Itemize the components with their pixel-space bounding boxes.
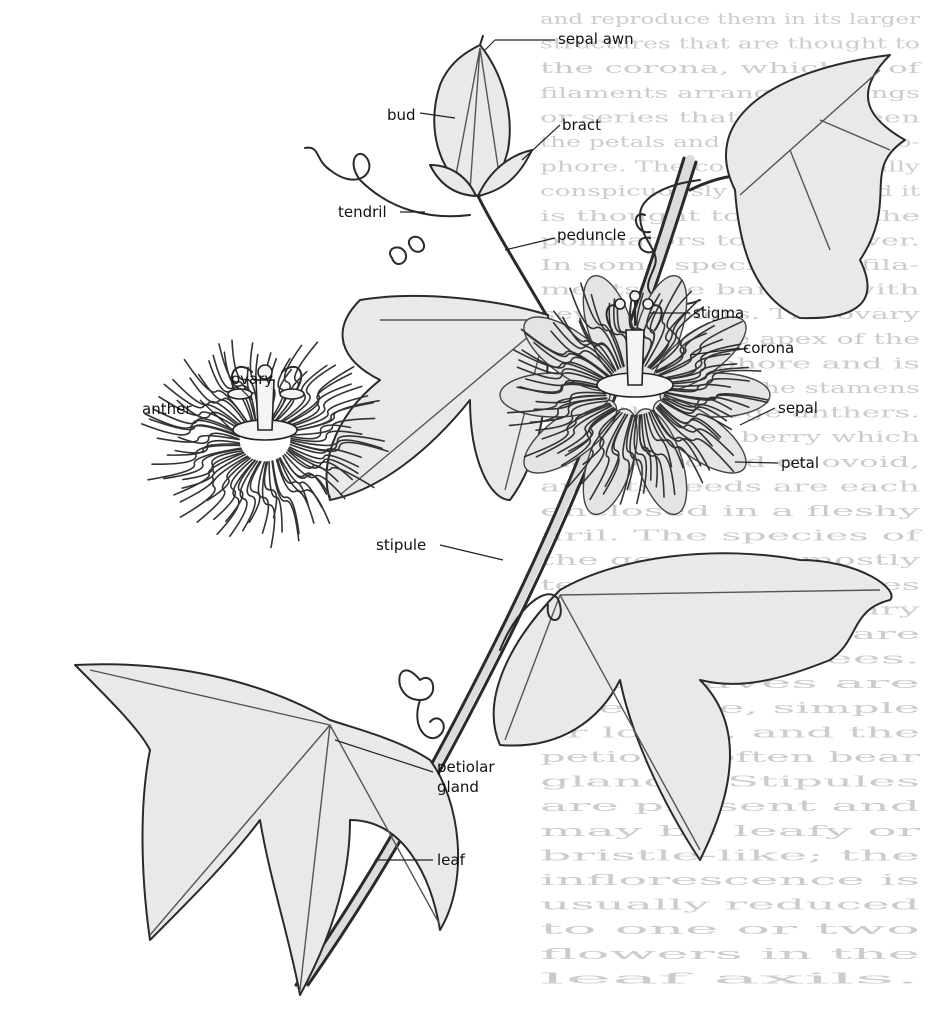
background-text-line: inflorescence is [540,871,920,889]
label-petal: petal [781,454,819,472]
label-leaf: leaf [437,851,466,869]
background-text-line: leaf axils. [540,969,920,987]
peduncle-stem [478,196,548,318]
background-text-line: are present and [540,797,921,815]
background-text-line: usually reduced [540,896,921,914]
bud-group [430,36,532,196]
corona-filament [197,458,250,522]
background-text-line: bristle-like; the [540,846,920,864]
background-text-line: flowers in the [540,945,920,963]
leader-stipule [440,545,503,560]
background-text-line: and reproduce them in its larger [540,10,921,28]
label-gland: gland [437,778,479,796]
leaf-bottom [75,664,458,995]
label-sepal-awn: sepal awn [558,30,634,48]
label-petiolar: petiolar [437,758,495,776]
background-text-line: to one or two [540,920,920,938]
background-text-line: petioles often bear [540,748,922,766]
label-ovary: ovary [231,370,273,388]
background-text-line: may be leafy or [540,822,923,840]
label-stipule: stipule [376,536,426,554]
background-text-line: or lobed, and the [540,723,920,741]
label-corona: corona [743,339,794,357]
label-tendril: tendril [338,203,387,221]
label-anther: anther [142,400,192,418]
label-bud: bud [387,106,416,124]
label-stigma: stigma [693,304,744,322]
label-peduncle: peduncle [557,226,626,244]
label-bract: bract [562,116,601,134]
background-text-line: aril. The species of [540,527,924,545]
label-sepal: sepal [778,399,818,417]
background-text-line: glands. Stipules [540,773,920,791]
